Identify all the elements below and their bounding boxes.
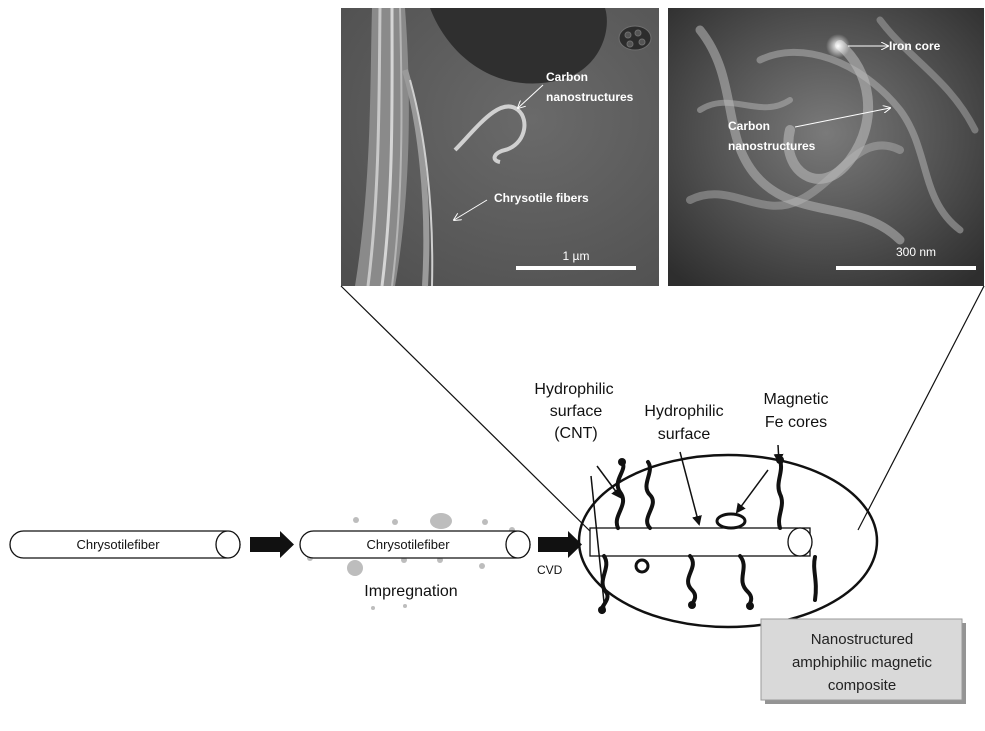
scale-bar-right: [836, 266, 976, 270]
sem-micrograph-right: Iron core Carbon nanostructures 300 nm: [668, 8, 984, 286]
pointer-fe-core-2: [778, 445, 779, 462]
result-box-line2: amphiphilic magnetic: [792, 654, 933, 671]
scale-label-left: 1 µm: [563, 249, 590, 263]
fe-core-ring-2: [636, 560, 648, 572]
arrow-step-1: [250, 531, 294, 558]
iron-core-highlight: [826, 34, 850, 58]
sem-left-label-chrysotile: Chrysotile fibers: [494, 191, 589, 205]
composite-fiber: [590, 528, 810, 556]
composite-diagram: Hydrophilic surface (CNT) Hydrophilic su…: [534, 381, 877, 627]
hydrophilic-cnt-line1: Hydrophilic: [534, 381, 613, 398]
result-box-line1: Nanostructured: [811, 631, 914, 648]
hydrophilic-line2: surface: [658, 426, 711, 443]
magnetic-line2: Fe cores: [765, 414, 827, 431]
fiber-step-1: Chrysotilefiber: [10, 531, 240, 558]
fe-core-ring-1: [717, 514, 745, 528]
cvd-label: CVD: [537, 563, 563, 577]
hydrophilic-line1: Hydrophilic: [644, 403, 723, 420]
sem-right-label-carbon-line2: nanostructures: [728, 139, 816, 153]
sem-micrograph-left: Carbon nanostructures Chrysotile fibers …: [341, 8, 659, 286]
zoom-line-right: [858, 286, 984, 530]
sem-right-label-carbon-line1: Carbon: [728, 119, 770, 133]
result-box: Nanostructured amphiphilic magnetic comp…: [761, 619, 966, 704]
magnetic-line1: Magnetic: [764, 391, 829, 408]
scale-bar-left: [516, 266, 636, 270]
pointer-hydrophilic: [680, 452, 699, 524]
sem-left-label-carbon-line1: Carbon: [546, 70, 588, 84]
hydrophilic-cnt-line3: (CNT): [554, 425, 598, 442]
impregnation-label: Impregnation: [364, 583, 457, 600]
fiber-step-2-label: Chrysotilefiber: [366, 537, 450, 552]
hydrophilic-cnt-line2: surface: [550, 403, 603, 420]
fiber-step-1-label: Chrysotilefiber: [76, 537, 160, 552]
arrow-step-2: [538, 531, 582, 558]
pointer-fe-core: [737, 470, 768, 512]
fiber-step-2: Chrysotilefiber Impregnation: [300, 513, 530, 610]
scale-label-right: 300 nm: [896, 245, 936, 259]
sem-right-label-iron-core: Iron core: [889, 39, 941, 53]
result-box-line3: composite: [828, 677, 896, 694]
sem-left-label-carbon-line2: nanostructures: [546, 90, 634, 104]
